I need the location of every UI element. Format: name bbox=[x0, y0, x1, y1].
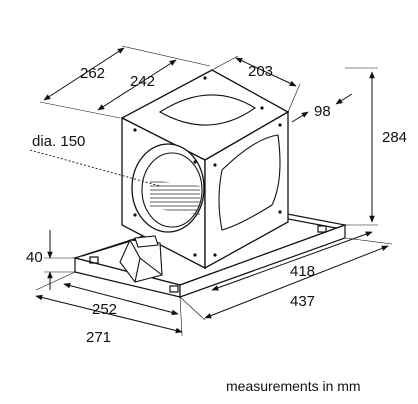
dim-offset-right: 98 bbox=[314, 103, 331, 120]
units-caption: measurements in mm bbox=[226, 378, 361, 394]
dim-base-width-outer: 271 bbox=[86, 329, 111, 346]
dimension-lines bbox=[29, 45, 393, 337]
dim-base-depth: 418 bbox=[290, 263, 315, 280]
dim-base-width-total: 437 bbox=[290, 293, 315, 310]
dim-depth-top: 203 bbox=[248, 63, 273, 80]
dim-base-height: 40 bbox=[26, 249, 43, 266]
dim-base-width-inner: 252 bbox=[92, 301, 117, 318]
connector-box bbox=[119, 235, 163, 283]
dim-width-inner: 242 bbox=[130, 73, 155, 90]
dim-height: 284 bbox=[382, 129, 407, 146]
dim-outlet-diameter: dia. 150 bbox=[32, 133, 85, 150]
dim-width-top: 262 bbox=[80, 65, 105, 82]
